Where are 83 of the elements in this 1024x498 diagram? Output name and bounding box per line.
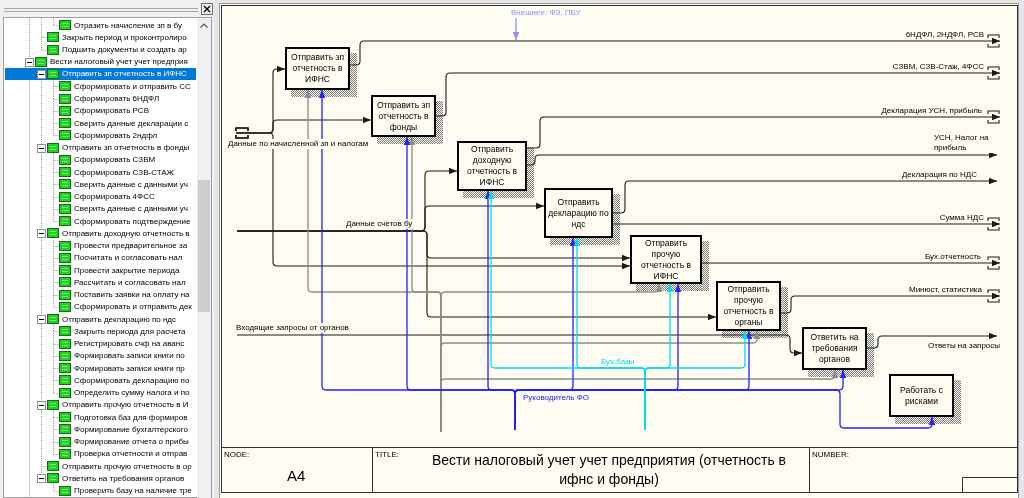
tree-item: Отразить начисление зп в бу <box>74 19 182 31</box>
arrow-label: Руководитель ФО <box>522 393 591 403</box>
tree-item: Закрыть периода для расчета <box>74 325 186 337</box>
tree-item: Сверить данные декларации с <box>74 117 189 129</box>
arrow-label: Бух.отчетность <box>924 252 982 262</box>
tree-item: Сформировать и отправить дек <box>74 301 192 313</box>
tree-item: Сформировать 4ФСС <box>74 191 155 202</box>
tree-item: Определить сумму налога и по <box>74 387 190 398</box>
tree-item: Сформировать РСВ <box>74 105 149 117</box>
arrow-label: Данные по начисленной зп и налогам <box>227 139 370 149</box>
arrow-label: Декларация УСН, прибыль <box>880 106 983 116</box>
tree-item: Отправить зп отчетность в фонды <box>62 142 190 153</box>
arrow-label: Бух.базы <box>600 357 636 367</box>
arrow-label: Данные счетов бу <box>345 219 414 229</box>
tree-item: Проверка отчетности и отправ <box>74 448 188 460</box>
tree-item: Формирование бухгалтерского <box>74 423 188 435</box>
arrow-label: Сумма НДС <box>938 213 985 223</box>
node-caption: NODE: <box>224 450 250 460</box>
tree-item: Подготовка баз для формиров <box>74 411 188 423</box>
tree-item: Отправить прочую отчетность в ор <box>62 460 192 472</box>
tree-item: Сформировать подтверждение <box>74 215 191 227</box>
node-number: A4 <box>287 466 306 485</box>
activity-box: Отправить зп отчетность в ИФНС <box>285 47 350 90</box>
arrow <box>526 110 1001 149</box>
tree-item: Проверить базу на наличие тре <box>74 485 192 496</box>
arrow <box>235 127 631 270</box>
tree-item: Сформировать СЗВ-СТАЖ <box>74 166 174 178</box>
tree-item: Вести налоговый учет учет предприя <box>50 56 188 68</box>
tree-item: Рассчитать и согласовать нал <box>74 276 186 288</box>
arrow <box>612 217 1001 231</box>
arrow <box>644 330 749 431</box>
tree-item: Формировать записи книги по <box>74 350 185 362</box>
arrow <box>435 66 1001 117</box>
arrow-label: Входящие запросы от органов <box>235 323 350 333</box>
tree-item: Сформировать и отправить СС <box>74 80 191 92</box>
tree-item: Ответить на требования органов <box>62 472 185 484</box>
activity-box: Отправить декларацию по ндс <box>544 188 613 238</box>
activity-box: Отправить прочую отчетность в органы <box>716 281 781 331</box>
arrow <box>701 256 1001 270</box>
arrow <box>612 177 998 214</box>
tree-item: Подшить документы и создать ар <box>62 44 187 55</box>
tree-item: Отправить прочую отчетность в И <box>62 399 189 411</box>
arrow <box>236 230 717 321</box>
activity-box: Отправить доходную отчетность в ИФНС <box>457 141 527 191</box>
arrow-label: Минюст, статистика <box>908 285 983 295</box>
diagram-title: Вести налоговый учет учет предприятия (отчетность в ифнс и фонды) <box>430 451 788 489</box>
arrow <box>526 151 998 166</box>
activity-box: Отправить прочую отчетность в ИФНС <box>630 235 702 284</box>
tree-item: Сверить данные с данными уч <box>74 203 189 215</box>
arrow-label: Декларация по НДС <box>900 170 978 180</box>
arrow <box>512 17 520 41</box>
tree-item: Провести предварительное за <box>74 240 188 251</box>
title-caption: TITLE: <box>375 450 399 460</box>
activity-box: Работать с рисками <box>889 374 954 417</box>
tree-item: Провести закрытие периода <box>74 264 180 276</box>
tree-item: Сформировать СЗВМ <box>74 154 156 166</box>
tree-item: Регистрировать счф на аванс <box>74 338 185 349</box>
arrow-label: СЗВМ, СЗВ-Стаж, 4ФСС <box>891 62 985 72</box>
activity-box: Ответить на требования органов <box>802 327 867 370</box>
tree-item: Сверить данные с данными уч <box>74 178 189 190</box>
arrow-label: УСН, Налог на прибыль <box>933 133 995 153</box>
tree-item: Сформировать декларацию по <box>74 374 190 386</box>
tree-item: Сформировать 2ндфл <box>74 129 158 141</box>
arrow-label: Ответы на запросы <box>927 341 1002 351</box>
arrow <box>236 334 803 357</box>
tree-item: Отправить зп отчетность в ИФНС <box>62 68 196 80</box>
tree-item: Отправить доходную отчетность в <box>62 227 190 239</box>
arrow-label: 6НДФЛ, 2НДФЛ, РСВ <box>904 30 985 40</box>
tree-item: Отправить декларацию по ндс <box>62 313 176 325</box>
arrow <box>514 389 936 431</box>
arrow <box>866 332 998 349</box>
tree-item: Формировать записи книги пр <box>74 362 185 374</box>
arrow <box>440 369 839 433</box>
control-label: Внешнее: ФЗ, ПБУ <box>511 7 581 18</box>
tree-item: Поставить заявки на оплату на <box>74 289 190 300</box>
tree-item: Сформировать 6НДФЛ <box>74 93 160 104</box>
arrow <box>780 289 1001 314</box>
activity-box: Отправить зп отчетность в фонды <box>371 95 436 137</box>
tree-item: Закрыть период и проконтролиро <box>62 31 187 43</box>
arrow <box>349 34 1001 66</box>
tree-item: Формирование отчета о прибы <box>74 436 189 447</box>
tree-item: Посчитать и согласовать нал <box>74 252 183 264</box>
number-caption: NUMBER: <box>812 450 849 460</box>
